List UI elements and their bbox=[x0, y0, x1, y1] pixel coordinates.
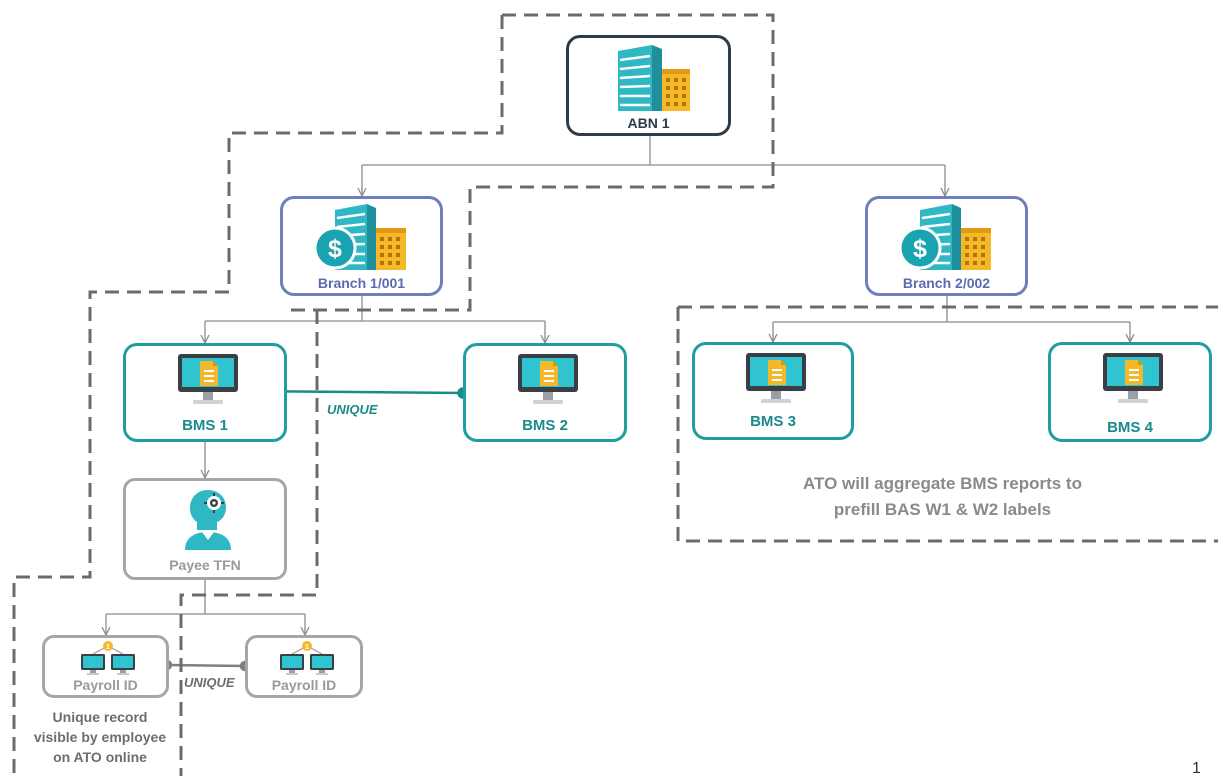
employee-note-line-2: visible by employee bbox=[33, 729, 167, 745]
monitor-document-icon bbox=[746, 353, 806, 403]
employee-note-line-1: Unique record bbox=[52, 709, 148, 725]
branch-2-node[interactable]: $ Branch 2/002 bbox=[865, 196, 1028, 296]
bms-2-node[interactable]: BMS 2 bbox=[463, 343, 627, 442]
ato-aggregate-note: ATO will aggregate BMS reports to prefil… bbox=[740, 471, 1145, 523]
page-number: 1 bbox=[1192, 760, 1201, 777]
monitor-document-icon bbox=[518, 354, 578, 404]
employee-note-line-3: on ATO online bbox=[53, 749, 147, 765]
office-buildings-icon bbox=[618, 45, 690, 111]
ato-note-line-1: ATO will aggregate BMS reports to bbox=[803, 474, 1082, 493]
payroll-id-1-label: Payroll ID bbox=[73, 677, 138, 693]
bms-1-label: BMS 1 bbox=[182, 417, 228, 434]
boundary-branch-2-group bbox=[676, 305, 1218, 543]
monitor-document-icon bbox=[178, 354, 238, 404]
abn-node[interactable]: ABN 1 bbox=[566, 35, 731, 136]
unique-label-bms: UNIQUE bbox=[327, 402, 378, 417]
connector-branch-2 bbox=[773, 296, 1130, 323]
buildings-dollar-icon: $ bbox=[313, 204, 406, 270]
svg-text:$: $ bbox=[328, 235, 342, 263]
branch-1-node[interactable]: $ Branch 1/001 bbox=[280, 196, 443, 296]
payroll-id-2-label: Payroll ID bbox=[271, 677, 337, 693]
person-gear-icon bbox=[185, 490, 231, 550]
buildings-dollar-icon: $ bbox=[898, 204, 991, 270]
payee-tfn-node[interactable]: Payee TFN bbox=[123, 478, 287, 580]
bms-4-node[interactable]: BMS 4 bbox=[1048, 342, 1212, 442]
svg-text:1: 1 bbox=[305, 644, 309, 651]
payroll-id-1-node[interactable]: 1 Payroll ID bbox=[42, 635, 169, 698]
monitor-document-icon bbox=[1103, 353, 1163, 403]
branch-1-label: Branch 1/001 bbox=[317, 275, 406, 291]
bms-1-node[interactable]: BMS 1 bbox=[123, 343, 287, 442]
svg-text:$: $ bbox=[913, 235, 927, 263]
connector-abn bbox=[362, 136, 945, 166]
bms-4-label: BMS 4 bbox=[1107, 419, 1153, 436]
bms-3-label: BMS 3 bbox=[750, 413, 796, 430]
ato-note-line-2: prefill BAS W1 & W2 labels bbox=[833, 500, 1052, 519]
payroll-id-2-node[interactable]: 1 Payroll ID bbox=[245, 635, 363, 698]
networked-computers-icon: 1 bbox=[81, 641, 135, 675]
boundary-bms-1-payee bbox=[179, 310, 319, 776]
boundary-abn-branch-1 bbox=[12, 13, 775, 776]
bms-2-label: BMS 2 bbox=[522, 417, 568, 434]
bms-3-node[interactable]: BMS 3 bbox=[692, 342, 854, 440]
unique-link-payroll bbox=[161, 659, 251, 672]
unique-label-payroll: UNIQUE bbox=[184, 675, 235, 690]
connector-branch-1 bbox=[205, 296, 545, 322]
employee-visibility-note: Unique record visible by employee on ATO… bbox=[20, 707, 180, 767]
abn-label: ABN 1 bbox=[627, 115, 670, 131]
svg-text:1: 1 bbox=[106, 644, 110, 651]
branch-2-label: Branch 2/002 bbox=[902, 275, 991, 291]
networked-computers-icon: 1 bbox=[280, 641, 334, 675]
payee-tfn-label: Payee TFN bbox=[169, 557, 241, 573]
connector-payee bbox=[106, 580, 305, 615]
